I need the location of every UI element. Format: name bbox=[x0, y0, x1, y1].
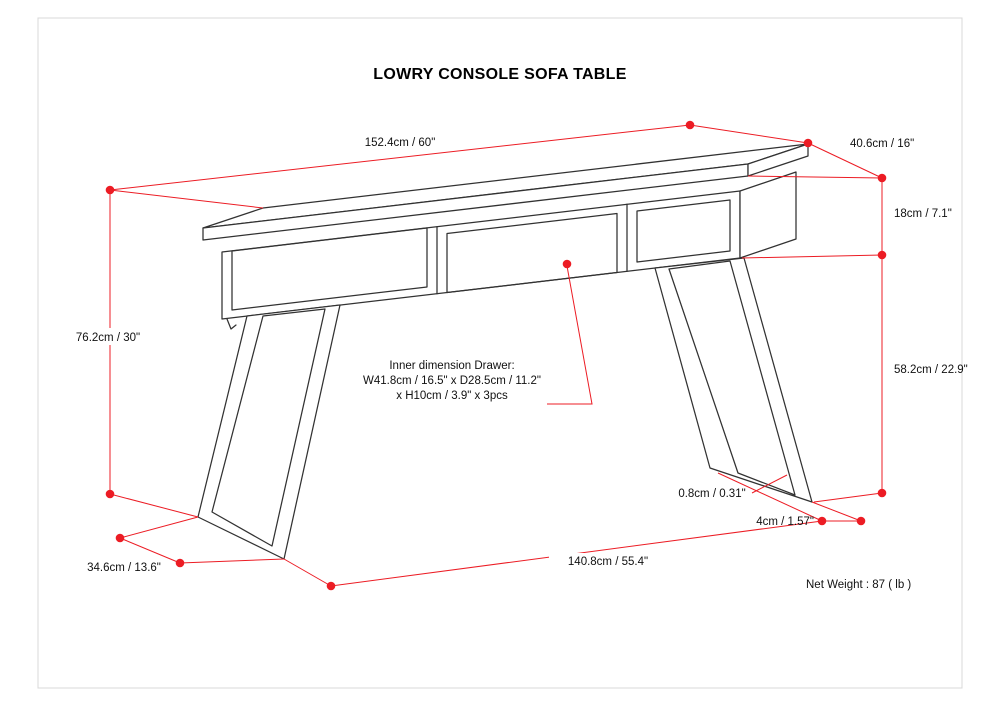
dim-endpoint-dot bbox=[856, 516, 866, 526]
left-leg bbox=[197, 304, 341, 560]
dim-foot-width-label: 4cm / 1.57" bbox=[756, 516, 814, 528]
dim-overall-height bbox=[105, 190, 199, 518]
tabletop-end-face bbox=[747, 143, 809, 177]
dimension-annotations bbox=[105, 120, 887, 591]
dim-endpoint-dot bbox=[877, 488, 887, 498]
drawer-note-leader bbox=[547, 259, 593, 405]
drawer-note-line3: x H10cm / 3.9" x 3pcs bbox=[396, 390, 508, 402]
ext-line bbox=[283, 558, 332, 587]
dim-leg-thickness-label: 0.8cm / 0.31" bbox=[678, 488, 745, 500]
dim-leg-height-label: 58.2cm / 22.9" bbox=[894, 364, 968, 376]
ext-line bbox=[741, 254, 883, 259]
right-leg bbox=[654, 257, 813, 503]
ext-line bbox=[109, 189, 264, 209]
dim-top-length-label: 152.4cm / 60" bbox=[365, 137, 436, 149]
dim-endpoint-dot bbox=[562, 259, 572, 269]
dim-leg-height bbox=[813, 255, 887, 503]
drawer-front-middle bbox=[446, 212, 618, 294]
dimension-line bbox=[807, 142, 883, 179]
dim-overall-height-label: 76.2cm / 30" bbox=[76, 332, 140, 344]
ext-line bbox=[813, 492, 883, 503]
dimension-line bbox=[109, 124, 691, 191]
apron-end-face bbox=[739, 171, 797, 259]
dim-endpoint-dot bbox=[105, 489, 115, 499]
ext-line bbox=[109, 493, 199, 518]
dim-apron-height-label: 18cm / 7.1" bbox=[894, 208, 952, 220]
ext-line bbox=[811, 501, 862, 522]
ext-line bbox=[747, 175, 883, 179]
drawer-note-line2: W41.8cm / 16.5" x D28.5cm / 11.2" bbox=[363, 375, 541, 387]
dim-endpoint-dot bbox=[175, 558, 185, 568]
ext-line bbox=[689, 124, 809, 144]
dim-base-length-label: 140.8cm / 55.4" bbox=[568, 556, 648, 568]
dim-leg-thickness bbox=[751, 474, 788, 494]
ext-line bbox=[119, 516, 199, 539]
console-table-drawing bbox=[197, 143, 813, 560]
dim-base-length bbox=[283, 472, 862, 591]
dim-endpoint-dot bbox=[803, 138, 813, 148]
leader-line bbox=[547, 265, 593, 405]
drawer-front-right bbox=[636, 199, 731, 263]
leader-line bbox=[751, 474, 788, 494]
dim-endpoint-dot bbox=[115, 533, 125, 543]
drawer-front-left bbox=[231, 227, 428, 311]
dim-endpoint-dot bbox=[685, 120, 695, 130]
page-border-frame bbox=[37, 17, 963, 689]
dim-endpoint-dot bbox=[326, 581, 336, 591]
dim-endpoint-dot bbox=[817, 516, 827, 526]
net-weight-label: Net Weight : 87 ( lb ) bbox=[806, 579, 911, 591]
ext-line bbox=[179, 558, 285, 564]
dim-leg-depth-label: 34.6cm / 13.6" bbox=[87, 562, 161, 574]
drawer-note-line1: Inner dimension Drawer: bbox=[389, 360, 514, 372]
dim-leg-depth bbox=[115, 516, 285, 568]
dim-foot-width bbox=[817, 516, 866, 526]
dim-top-depth-label: 40.6cm / 16" bbox=[850, 138, 914, 150]
ext-line bbox=[717, 472, 823, 522]
apron-corner-detail bbox=[226, 318, 237, 330]
dim-top-length bbox=[105, 120, 809, 209]
label-mask bbox=[64, 328, 152, 345]
page-title: LOWRY CONSOLE SOFA TABLE bbox=[373, 66, 626, 83]
dimension-line bbox=[119, 537, 181, 564]
diagram-labels: LOWRY CONSOLE SOFA TABLE 152.4cm / 60" 4… bbox=[64, 66, 968, 591]
label-mask bbox=[549, 553, 667, 569]
